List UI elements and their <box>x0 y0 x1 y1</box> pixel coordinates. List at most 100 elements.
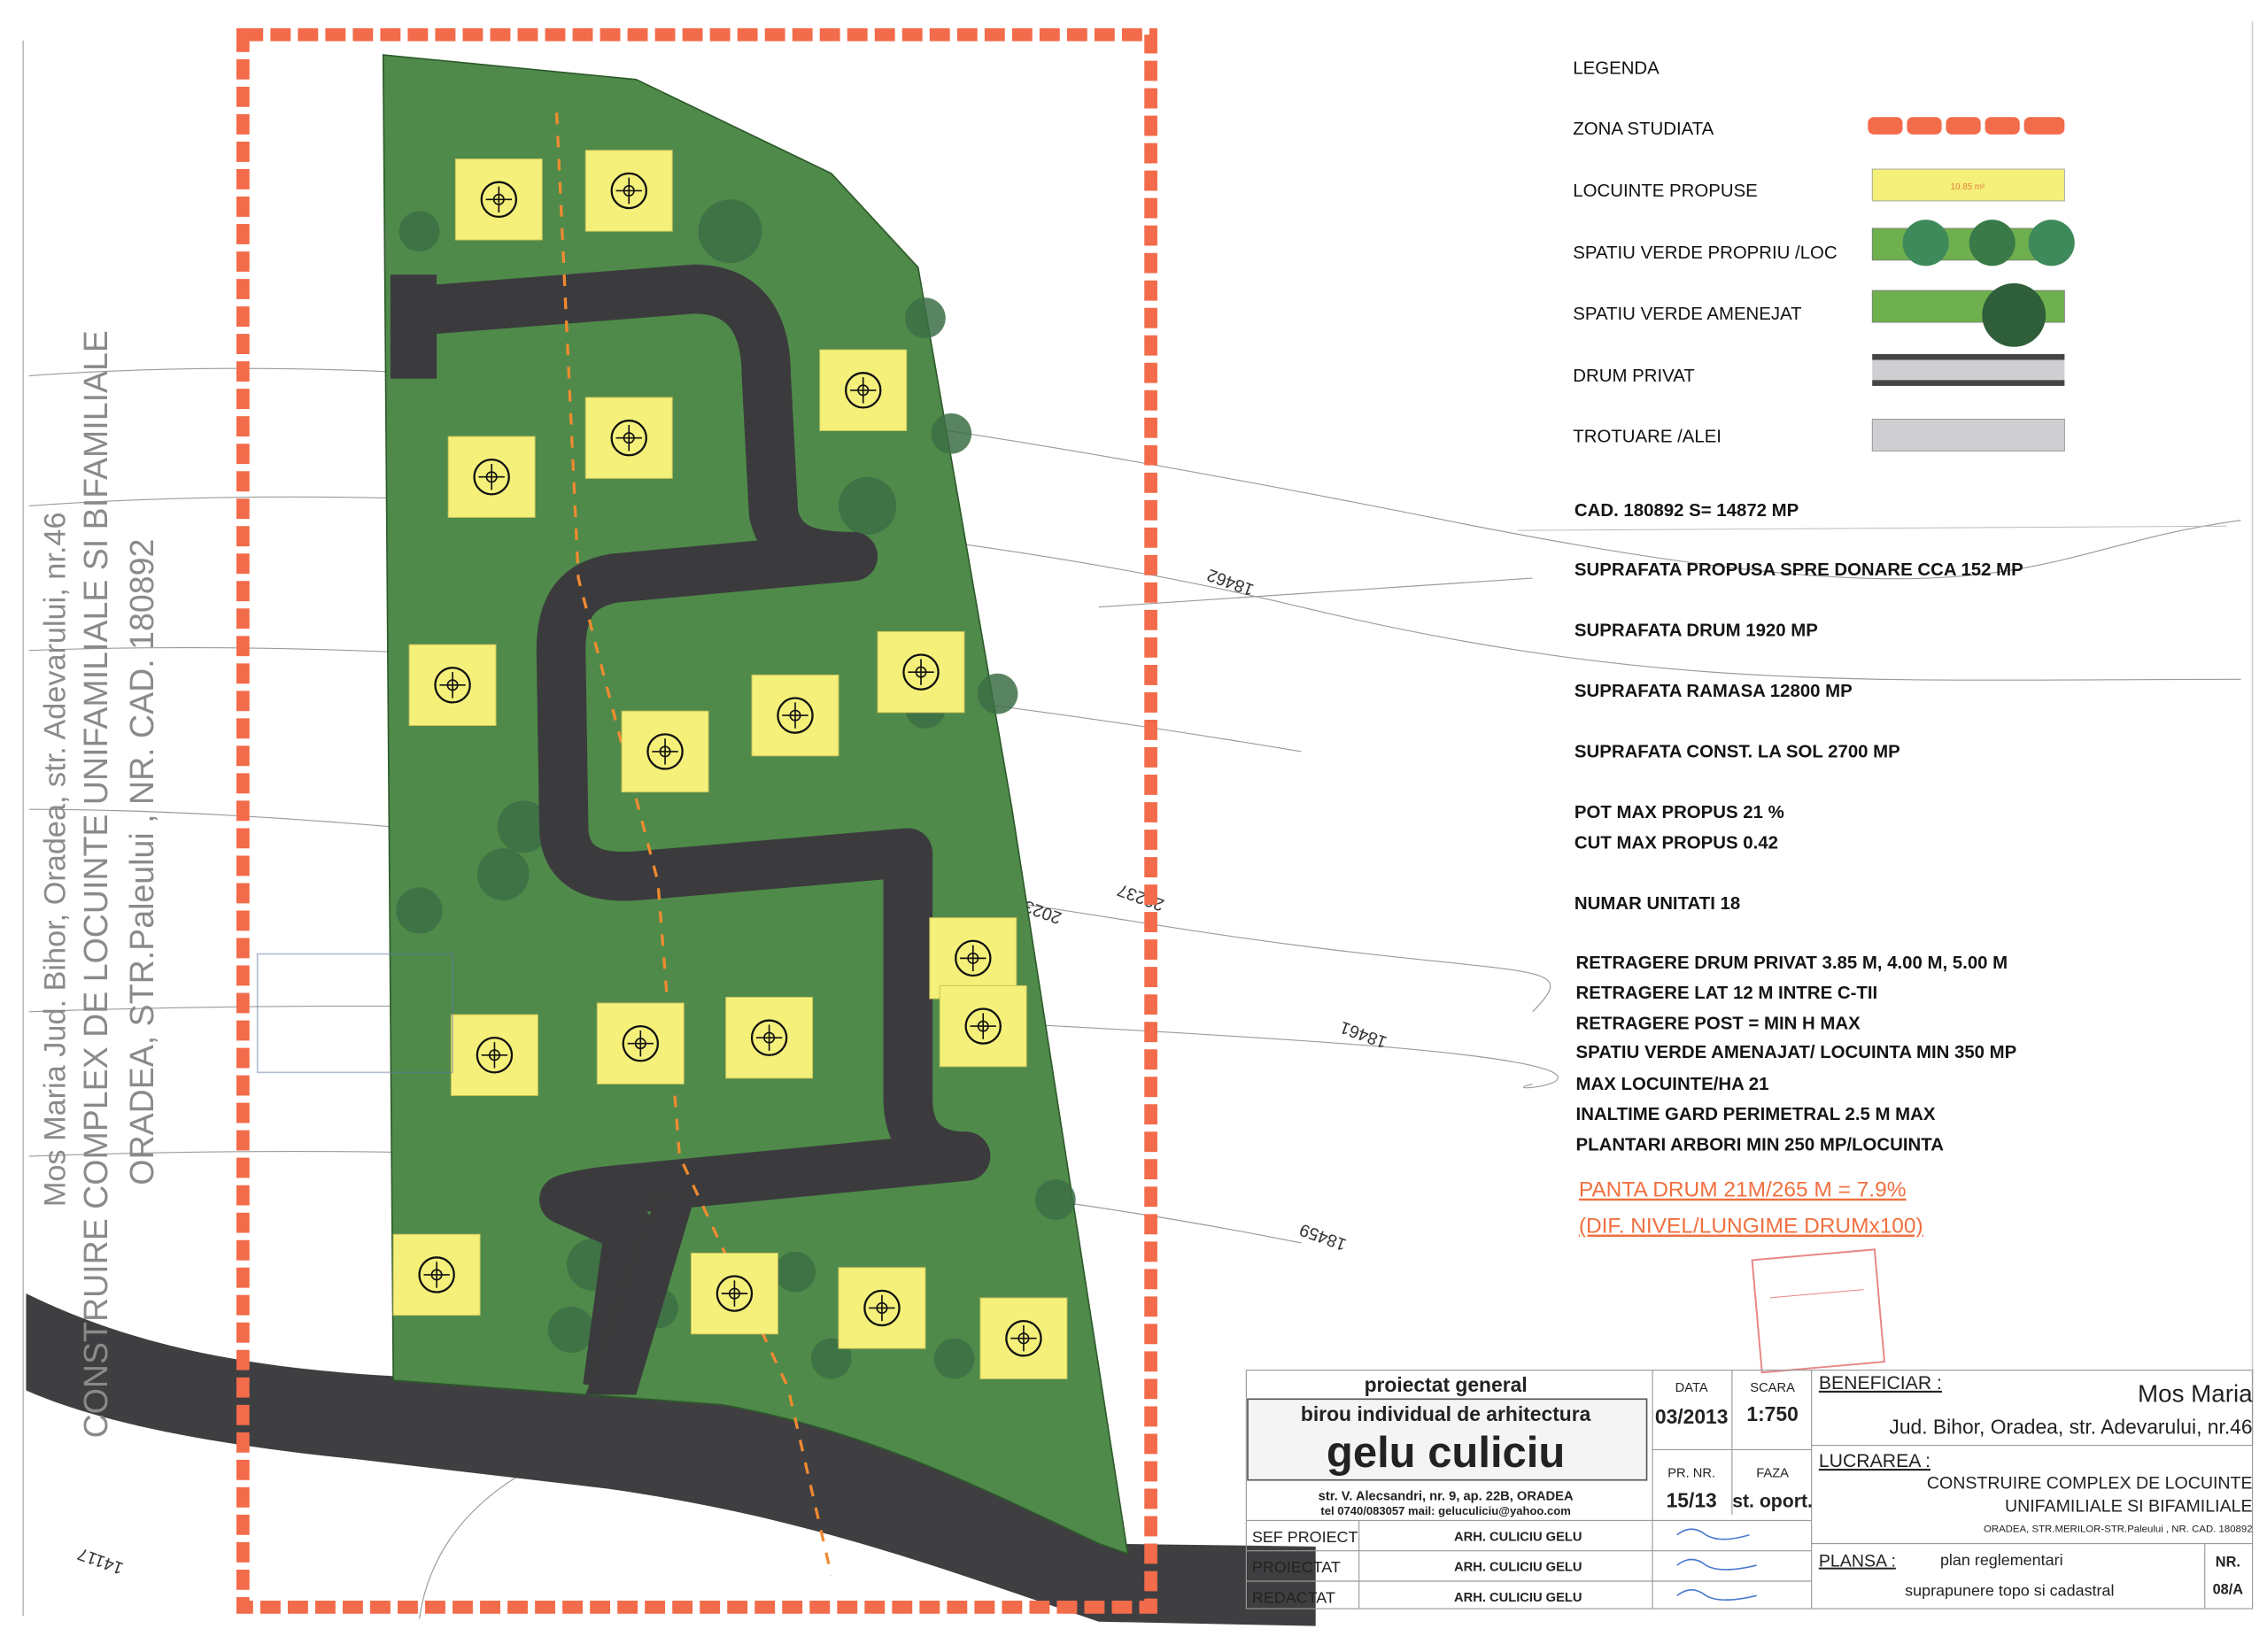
house-footprint <box>877 630 965 714</box>
data-value: 03/2013 <box>1655 1405 1729 1428</box>
note-line: SUPRAFATA DRUM 1920 MP <box>1575 621 1818 640</box>
firm-line1: proiectat general <box>1365 1373 1528 1396</box>
note-line: RETRAGERE POST = MIN H MAX <box>1576 1014 1861 1033</box>
note-slope: PANTA DRUM 21M/265 M = 7.9% <box>1579 1178 1907 1202</box>
house-entrance-icon <box>955 939 992 977</box>
role-name: ARH. CULICIU GELU <box>1454 1561 1582 1575</box>
house-footprint <box>596 1002 685 1085</box>
house-footprint <box>690 1252 778 1335</box>
legend-swatch-house <box>1871 168 2065 202</box>
tree-icon <box>698 199 762 264</box>
houses <box>392 150 1068 1379</box>
tree-icon <box>398 211 440 252</box>
firm-contact: tel 0740/083057 mail: geluculiciu@yahoo.… <box>1320 1504 1570 1517</box>
lucrarea-label: LUCRAREA : <box>1819 1451 1930 1471</box>
plansa-line2: suprapunere topo si cadastral <box>1905 1581 2114 1599</box>
legend-swatch-green-trees <box>1871 220 2075 266</box>
beneficiar-address: Jud. Bihor, Oradea, str. Adevarului, nr.… <box>1889 1415 2252 1438</box>
note-line: CUT MAX PROPUS 0.42 <box>1575 833 1778 853</box>
nr-label: NR. <box>2216 1555 2240 1571</box>
tree-icon <box>547 1306 595 1354</box>
firm-logo-box <box>1247 1398 1648 1481</box>
lucrarea-line1: CONSTRUIRE COMPLEX DE LOCUINTE <box>1927 1474 2253 1494</box>
house-footprint <box>447 436 536 518</box>
tree-icon <box>775 1251 816 1293</box>
side-title-address: ORADEA, STR.Paleului , NR. CAD. 180892 <box>123 539 160 1185</box>
plansa-label: PLANSA : <box>1819 1552 1896 1571</box>
note-line: NUMAR UNITATI 18 <box>1575 894 1740 914</box>
note-line: SUPRAFATA PROPUSA SPRE DONARE CCA 152 MP <box>1575 560 2023 580</box>
legend-title: LEGENDA <box>1573 58 1660 78</box>
role-rows: SEF PROIECT ARH. CULICIU GELU PROIECTAT … <box>1252 1528 1757 1606</box>
house-entrance-icon <box>434 667 471 704</box>
side-title: Mos Maria Jud. Bihor, Oradea, str. Adeva… <box>39 330 161 1438</box>
legend-label-zona-studiata: ZONA STUDIATA <box>1573 120 1714 139</box>
legend-label-spatiu-verde-propriu: SPATIU VERDE PROPRIU /LOC <box>1573 243 1837 263</box>
note-cad: CAD. 180892 S= 14872 MP <box>1575 501 1799 521</box>
legend-swatch-green-bush <box>1871 282 2065 347</box>
note-line: INALTIME GARD PERIMETRAL 2.5 M MAX <box>1576 1105 1936 1124</box>
house-entrance-icon <box>646 733 684 770</box>
tree-icon <box>977 673 1018 714</box>
title-block: proiectat general birou individual de ar… <box>1245 1370 2254 1610</box>
stamp-right <box>1751 1248 1886 1374</box>
role-name: ARH. CULICIU GELU <box>1454 1591 1582 1605</box>
side-title-beneficiary: Mos Maria Jud. Bihor, Oradea, str. Adeva… <box>39 512 73 1207</box>
house-footprint <box>392 1233 481 1316</box>
side-title-project: CONSTRUIRE COMPLEX DE LOCUINTE UNIFAMILI… <box>77 330 114 1438</box>
role-label: SEF PROIECT <box>1252 1528 1358 1546</box>
house-entrance-icon <box>1005 1320 1042 1357</box>
tree-icon <box>931 413 972 454</box>
nr-value: 08/A <box>2213 1582 2244 1598</box>
public-road <box>26 1293 1316 1626</box>
house-entrance-icon <box>480 181 518 219</box>
legend-label-spatiu-verde-amenejat: SPATIU VERDE AMENEJAT <box>1573 305 1801 324</box>
firm-address: str. V. Alecsandri, nr. 9, ap. 22B, ORAD… <box>1319 1490 1574 1504</box>
house-footprint <box>838 1267 926 1349</box>
house-entrance-icon <box>476 1037 514 1074</box>
house-entrance-icon <box>863 1289 901 1327</box>
tree-icon <box>497 800 550 853</box>
legend-house-sample: 10.85 m² <box>1951 182 1985 192</box>
note-line: SUPRAFATA CONST. LA SOL 2700 MP <box>1575 742 1900 761</box>
house-footprint <box>725 996 814 1079</box>
house-footprint <box>979 1297 1068 1379</box>
beneficiar-label: BENEFICIAR : <box>1819 1373 1942 1393</box>
tree-icon <box>396 887 443 934</box>
private-road-stub <box>390 274 437 379</box>
legend-swatch-zona-studiata <box>1868 117 2065 135</box>
house-footprint <box>584 397 673 479</box>
scara-label: SCARA <box>1750 1381 1795 1395</box>
beneficiar-name: Mos Maria <box>2138 1380 2253 1408</box>
role-label: PROIECTAT <box>1252 1558 1341 1576</box>
note-line: RETRAGERE DRUM PRIVAT 3.85 M, 4.00 M, 5.… <box>1576 953 2008 973</box>
house-entrance-icon <box>610 419 647 457</box>
tree-icon <box>838 476 897 536</box>
house-entrance-icon <box>473 459 510 496</box>
lucrarea-line3: ORADEA, STR.MERILOR-STR.Paleului , NR. C… <box>1984 1524 2253 1534</box>
note-line: SUPRAFATA RAMASA 12800 MP <box>1575 682 1853 701</box>
faza-label: FAZA <box>1756 1466 1789 1480</box>
note-divider <box>1518 525 2227 531</box>
house-footprint <box>408 644 497 727</box>
firm-logo: gelu culiciu <box>1327 1429 1565 1477</box>
tree-icon <box>476 848 530 901</box>
legend-label-trotuare: TROTUARE /ALEI <box>1573 428 1722 447</box>
legend-swatch-sidewalk <box>1871 419 2065 452</box>
note-line: RETRAGERE LAT 12 M INTRE C-TII <box>1576 984 1878 1003</box>
house-footprint <box>929 917 1017 1000</box>
legend: LEGENDA ZONA STUDIATA LOCUINTE PROPUSE 1… <box>1573 58 2075 452</box>
faza-value: st. oport. <box>1732 1492 1813 1512</box>
role-label: REDACTAT <box>1252 1588 1335 1606</box>
prnr-value: 15/13 <box>1667 1489 1717 1512</box>
house-entrance-icon <box>964 1007 1002 1045</box>
house-entrance-icon <box>844 372 882 409</box>
house-footprint <box>751 674 839 757</box>
house-entrance-icon <box>610 172 647 210</box>
legend-label-drum-privat: DRUM PRIVAT <box>1573 367 1694 386</box>
house-footprint <box>621 710 709 793</box>
note-line: SPATIU VERDE AMENAJAT/ LOCUINTA MIN 350 … <box>1576 1043 2017 1062</box>
note-line: POT MAX PROPUS 21 % <box>1575 803 1784 822</box>
house-footprint <box>450 1014 538 1096</box>
